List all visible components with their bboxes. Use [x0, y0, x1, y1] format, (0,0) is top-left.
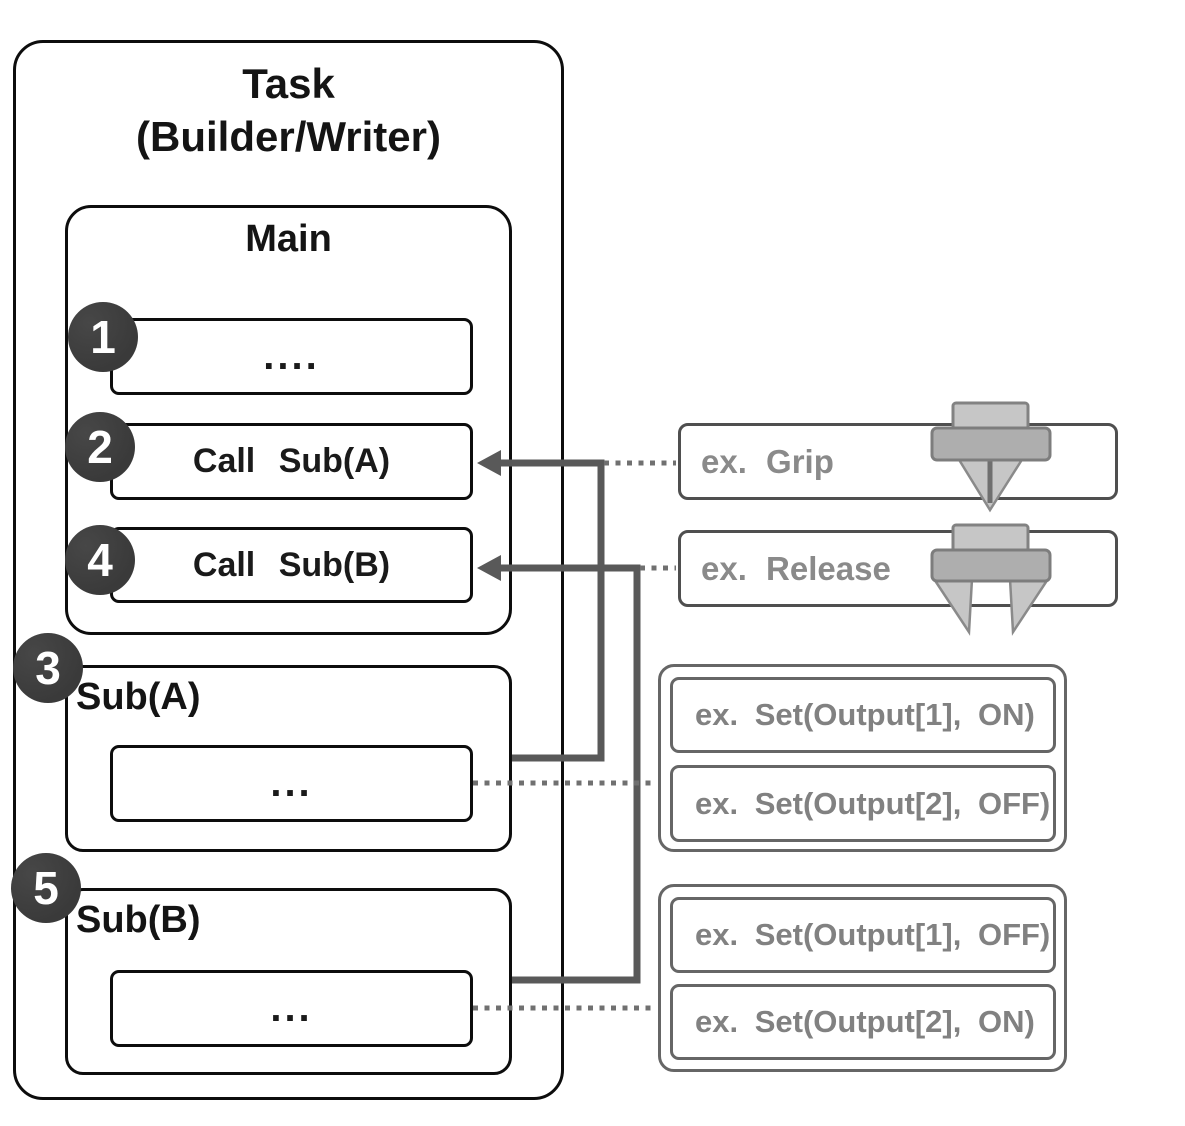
call-suba-label: Call Sub(A)	[192, 442, 391, 480]
example-grip-label: ex. Grip	[701, 442, 834, 480]
sub-b-body-label: ...	[270, 986, 313, 1030]
example-set-output2-on-label: ex. Set(Output[2], ON)	[695, 1004, 1035, 1039]
example-set-output2-off-label: ex. Set(Output[2], OFF)	[695, 785, 1051, 821]
main-step-1-label: ....	[263, 334, 320, 378]
main-block-title: Main	[245, 218, 332, 260]
sub-b-title: Sub(B)	[76, 899, 201, 941]
sub-a-title: Sub(A)	[76, 676, 201, 718]
example-set-output1-off-label: ex. Set(Output[1], OFF)	[695, 917, 1051, 952]
sub-b-body-box: ...	[110, 970, 473, 1047]
example-set-output2-off-box: ex. Set(Output[2], OFF)	[670, 765, 1056, 842]
main-step-call-suba-box: Call Sub(A)	[110, 423, 473, 500]
task-title-line1: Task	[242, 60, 335, 107]
example-release-label: ex. Release	[701, 549, 891, 587]
example-grip-box: ex. Grip	[678, 423, 1118, 500]
step-badge-4: 4	[65, 525, 135, 595]
step-badge-3: 3	[13, 633, 83, 703]
main-step-1-box: ....	[110, 318, 473, 395]
step-badge-2: 2	[65, 412, 135, 482]
example-release-box: ex. Release	[678, 530, 1118, 607]
example-set-output1-off-box: ex. Set(Output[1], OFF)	[670, 897, 1056, 973]
sub-a-body-label: ...	[270, 761, 313, 805]
sub-a-body-box: ...	[110, 745, 473, 822]
main-step-call-subb-box: Call Sub(B)	[110, 527, 473, 603]
task-title: Task (Builder/Writer)	[13, 58, 564, 163]
step-badge-1: 1	[68, 302, 138, 372]
example-set-output1-on-box: ex. Set(Output[1], ON)	[670, 677, 1056, 753]
example-set-output1-on-label: ex. Set(Output[1], ON)	[695, 697, 1035, 732]
call-subb-label: Call Sub(B)	[192, 545, 391, 584]
task-title-line2: (Builder/Writer)	[136, 112, 441, 160]
example-set-output2-on-box: ex. Set(Output[2], ON)	[670, 984, 1056, 1060]
step-badge-5: 5	[11, 853, 81, 923]
